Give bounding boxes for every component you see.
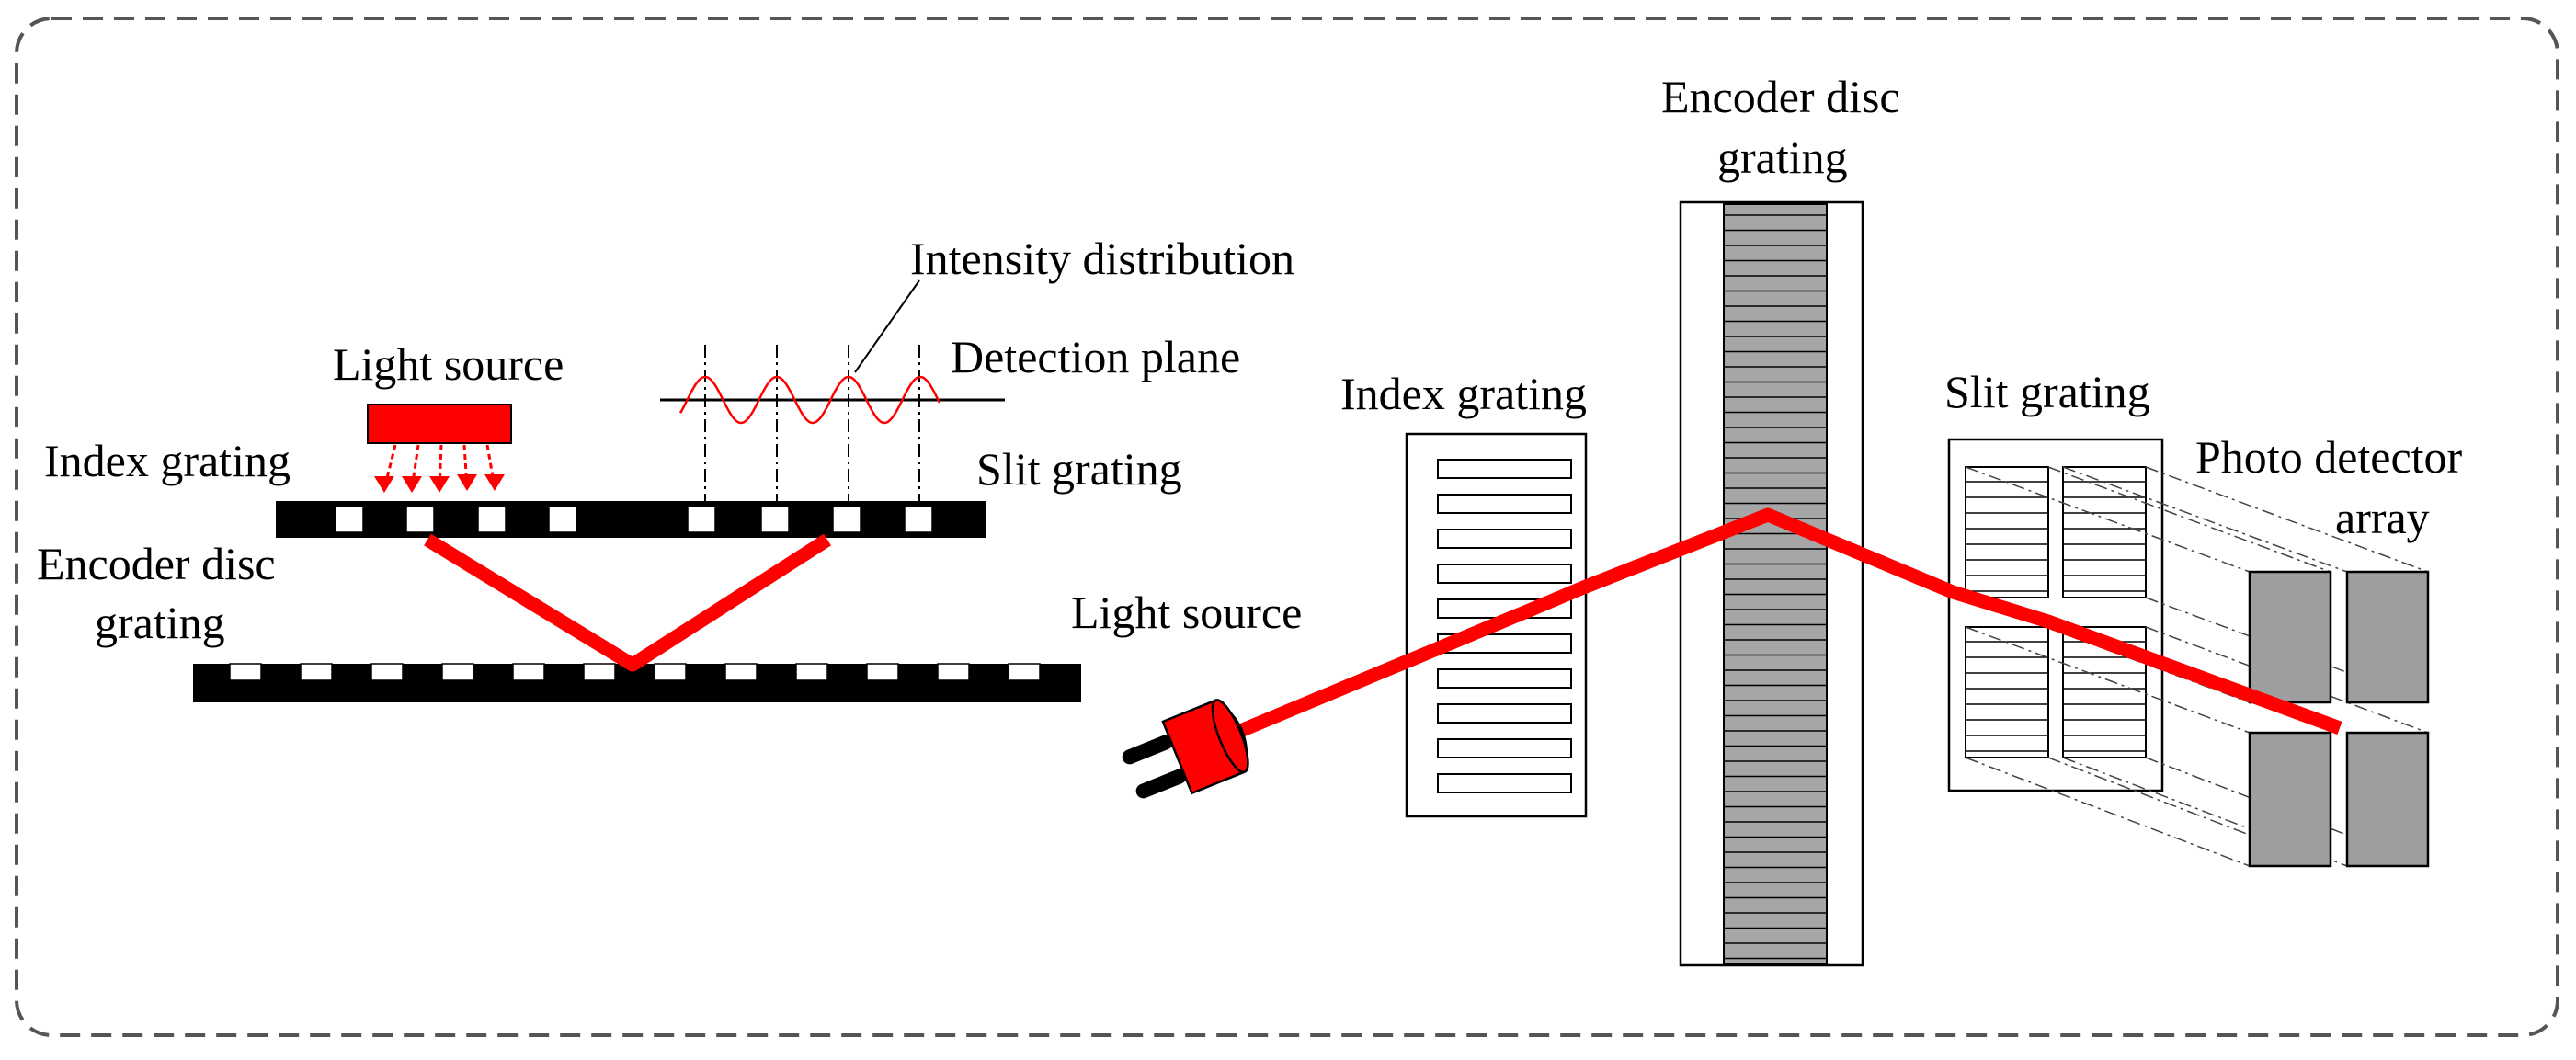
grating-slot [335,506,364,533]
index-slot [1437,459,1572,479]
disc-slot [512,663,545,681]
encoder-disc-grating-strip [1723,203,1828,964]
light-ray [462,444,469,488]
light-ray-arrowhead [402,476,422,493]
light-ray-arrowhead [429,476,450,493]
photo-detector-cell [2248,731,2332,868]
photo-detector-cell [2345,731,2430,868]
right-light-beam [1231,507,2342,740]
grating-slot [832,506,861,533]
plug-light-source [1122,699,1249,799]
disc-grating-slots [229,663,1041,681]
plug-end [1211,699,1249,774]
projection-line [2062,466,2348,573]
left-encoder-disc-label-1: Encoder disc [37,538,276,589]
disc-slot [300,663,333,681]
plug-pin [1135,769,1187,799]
left-index-grating-label: Index grating [44,435,291,486]
encoder-disc-grating-bar [193,664,1081,702]
light-ray-arrowhead [374,476,394,493]
index-slot [1437,564,1572,584]
projection-line [1965,626,2251,734]
index-slot [1437,668,1572,689]
intensity-wave [678,375,941,425]
light-ray [485,444,496,488]
slit-block [1965,626,2049,758]
slit-block-frame [2062,466,2147,598]
photo-detector-label-2: array [2335,492,2430,543]
light-ray-arrowhead [484,474,505,491]
grating-slot [405,506,435,533]
photo-detector-cell [2345,570,2430,704]
plug-pin [1122,735,1173,765]
index-slot [1437,529,1572,549]
disc-slot [583,663,616,681]
disc-slot [866,663,899,681]
slit-block-frame [1965,466,2049,598]
intensity-distribution-label: Intensity distribution [910,233,1294,284]
disc-slot [370,663,404,681]
left-light-source-label: Light source [333,338,564,390]
grating-slots [335,506,933,533]
right-slit-grating-label: Slit grating [1944,366,2150,417]
index-slot [1437,494,1572,514]
left-light-beam [424,533,832,672]
disc-slot [724,663,758,681]
intensity-leader-line [854,279,920,373]
right-light-source-label: Light source [1071,587,1302,638]
detection-plane-label: Detection plane [951,331,1240,382]
left-slit-grating-label: Slit grating [976,443,1182,495]
index-slot [1437,703,1572,724]
index-grating-slots [1437,459,1572,793]
right-diagram: Encoder disc grating Index grating Slit … [1071,71,2463,967]
disc-slot [441,663,474,681]
index-slit-grating-bar [276,501,986,538]
intensity-guide-lines [704,345,920,501]
index-slot [1437,773,1572,793]
left-light-source-block [367,404,512,444]
projection-line [2047,466,2331,573]
right-index-grating-label: Index grating [1340,368,1587,419]
photo-detector-cell [2248,570,2332,704]
photo-detector-label-1: Photo detector [2195,431,2463,483]
projection-line [1965,466,2251,573]
photo-detector-array [2248,570,2430,868]
slit-block [1965,466,2049,598]
disc-slot [795,663,828,681]
grating-slot [477,506,507,533]
disc-slot [1008,663,1041,681]
disc-slot [654,663,687,681]
grating-slot [687,506,716,533]
slit-block [2062,466,2147,598]
right-encoder-disc-label-1: Encoder disc [1661,71,1900,122]
disc-slot [229,663,262,681]
light-ray-arrowhead [457,474,477,491]
slit-block-frame [1965,626,2049,758]
index-slot [1437,738,1572,758]
dashed-frame [15,17,2559,1037]
left-diagram: Light source Intensity distribution Dete… [37,233,1294,702]
grating-slot [760,506,790,533]
light-rays [374,444,505,493]
right-encoder-disc-label-2: grating [1717,131,1848,183]
projection-line [1965,757,2251,867]
grating-slot [904,506,933,533]
left-encoder-disc-label-2: grating [95,597,225,648]
grating-slot [548,506,577,533]
projection-line [2145,466,2429,573]
disc-slot [937,663,970,681]
